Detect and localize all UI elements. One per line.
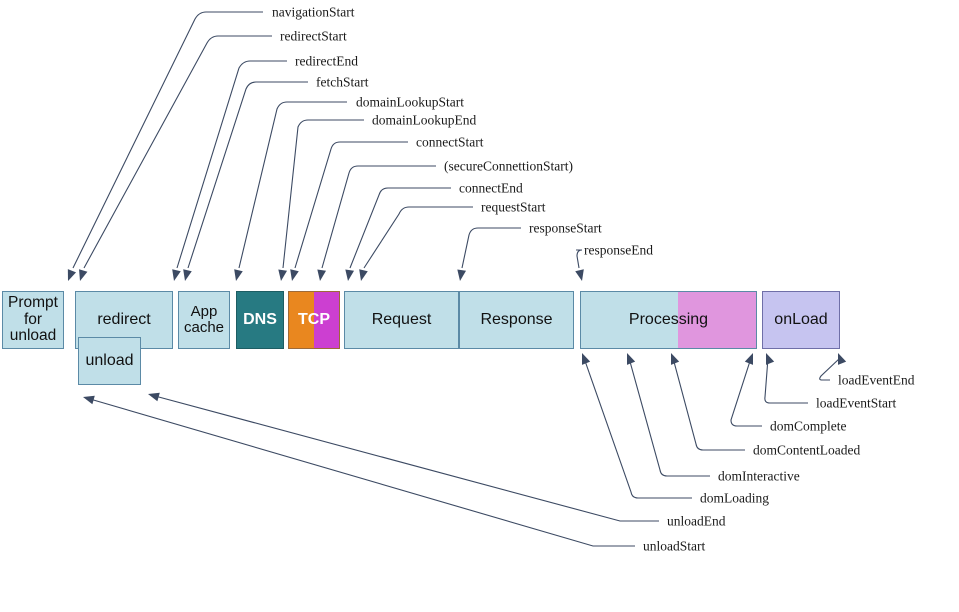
event-label-fetchStart: fetchStart — [316, 74, 369, 90]
event-label-domLoading: domLoading — [700, 490, 769, 506]
event-label-domComplete: domComplete — [770, 418, 847, 434]
event-label-connectStart: connectStart — [416, 134, 484, 150]
phase-label-request: Request — [371, 311, 432, 329]
event-label-loadEventEnd: loadEventEnd — [838, 372, 915, 388]
event-label-domainLookupEnd: domainLookupEnd — [372, 112, 477, 128]
event-label-responseStart: responseStart — [529, 220, 602, 236]
phase-label-unload: unload — [85, 352, 134, 370]
phase-processing: Processing — [580, 291, 757, 349]
event-label-unloadStart: unloadStart — [643, 538, 706, 554]
phase-label-processing: Processing — [628, 311, 709, 329]
phase-label-dns: DNS — [243, 311, 277, 329]
event-label-redirectStart: redirectStart — [280, 28, 347, 44]
event-label-loadEventStart: loadEventStart — [816, 395, 897, 411]
event-label-unloadEnd: unloadEnd — [667, 513, 726, 529]
phase-tcp: TCP — [288, 291, 340, 349]
phase-unload: unload — [78, 337, 141, 385]
event-label-domInteractive: domInteractive — [718, 468, 800, 484]
event-label-connectEnd: connectEnd — [459, 180, 523, 196]
phase-dns: DNS — [236, 291, 284, 349]
phase-response: Response — [459, 291, 574, 349]
event-label-requestStart: requestStart — [481, 199, 546, 215]
event-label-domainLookupStart: domainLookupStart — [356, 94, 464, 110]
phase-label-response: Response — [480, 311, 553, 329]
phase-label-tcp: TCP — [298, 311, 330, 329]
event-label-navigationStart: navigationStart — [272, 4, 355, 20]
event-label-redirectEnd: redirectEnd — [295, 53, 358, 69]
event-label-domContentLoaded: domContentLoaded — [753, 442, 861, 458]
phase-onload: onLoad — [762, 291, 840, 349]
phase-label-onload: onLoad — [774, 311, 828, 329]
phase-label-redirect: redirect — [97, 311, 151, 329]
event-label-responseEnd: responseEnd — [584, 242, 653, 258]
phase-request: Request — [344, 291, 459, 349]
event-label-secureConnectionStart: (secureConnettionStart) — [444, 158, 573, 174]
